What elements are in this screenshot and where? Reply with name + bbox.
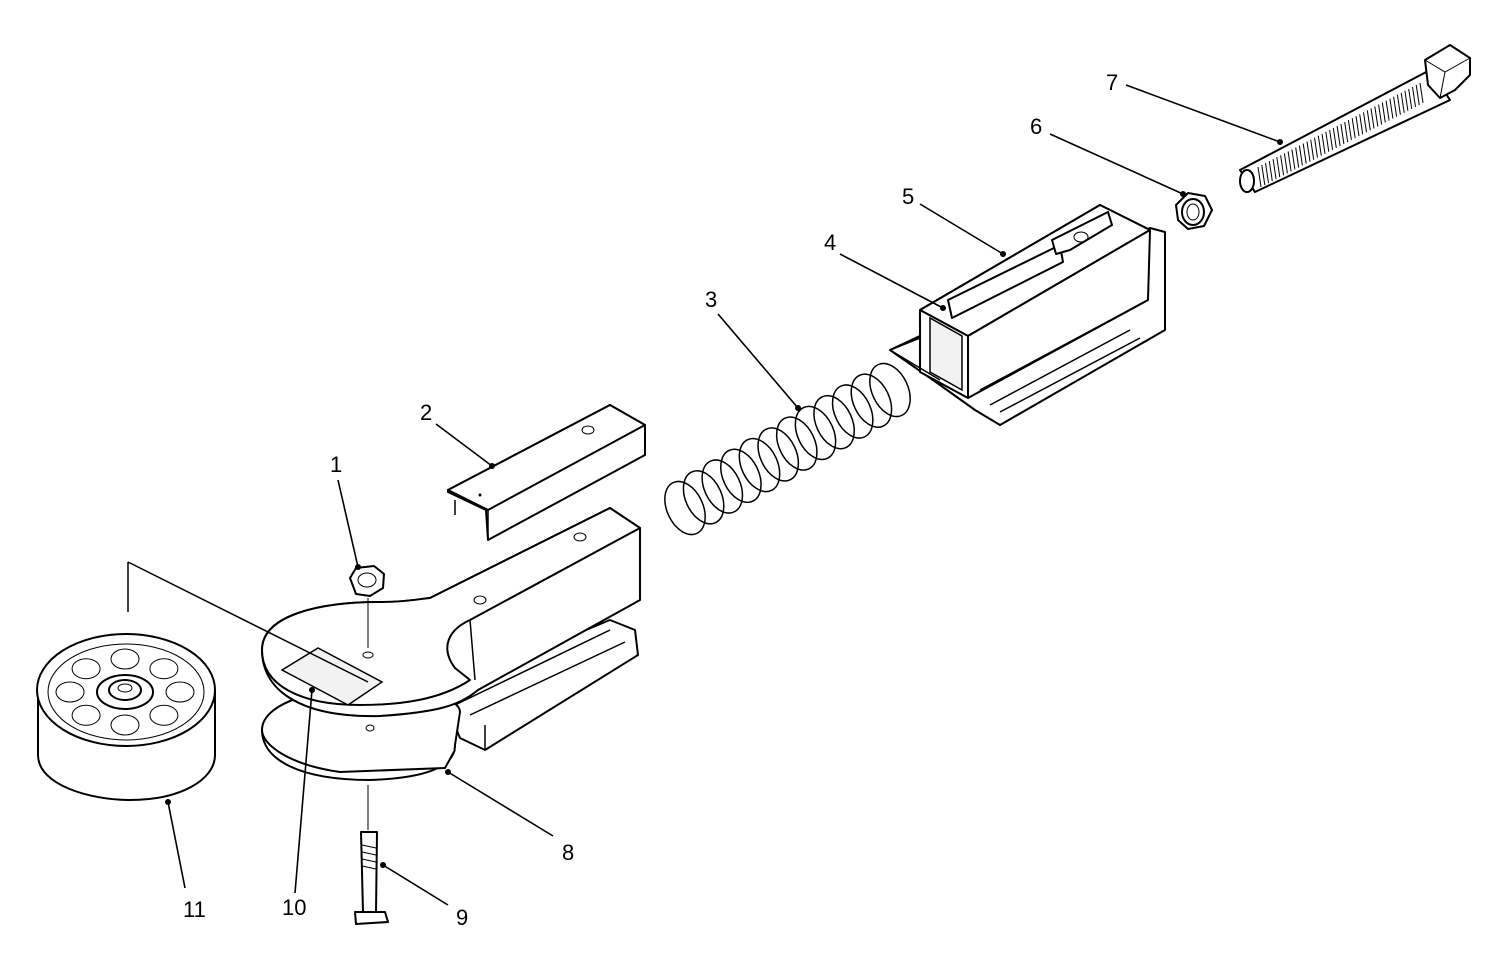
svg-text:5: 5 — [902, 184, 914, 209]
callout-10: 10 — [282, 687, 315, 920]
svg-text:10: 10 — [282, 895, 306, 920]
part-6-nut — [1175, 192, 1213, 230]
part-2-channel — [447, 404, 646, 541]
spring-coil — [738, 437, 781, 493]
svg-text:6: 6 — [1030, 114, 1042, 139]
spring-coil — [794, 405, 837, 461]
svg-text:7: 7 — [1106, 70, 1118, 95]
callout-3: 3 — [705, 287, 801, 411]
part-8-arm — [127, 507, 641, 781]
callout-11: 11 — [165, 799, 206, 922]
part-10-label-plate — [280, 647, 384, 706]
spring-coil — [850, 373, 893, 428]
spring-coil — [813, 394, 856, 450]
part-11-pulley — [36, 633, 216, 801]
callout-2: 2 — [420, 400, 495, 469]
callout-1: 1 — [330, 452, 361, 570]
svg-text:1: 1 — [330, 452, 342, 477]
svg-text:11: 11 — [183, 897, 206, 922]
callout-7: 7 — [1106, 70, 1283, 145]
spring-coil — [719, 448, 762, 504]
part-3-spring — [664, 362, 911, 536]
svg-text:3: 3 — [705, 287, 717, 312]
svg-text:9: 9 — [456, 905, 468, 930]
spring-coil — [831, 384, 874, 439]
spring-coil — [775, 416, 818, 471]
callout-4: 4 — [824, 230, 946, 311]
part-5-bracket — [889, 204, 1166, 426]
callout-5: 5 — [902, 184, 1006, 257]
part-9-bolt — [354, 785, 389, 925]
spring-coil — [869, 362, 911, 418]
spring-coil — [664, 480, 706, 536]
callout-8: 8 — [445, 769, 574, 865]
spring-coil — [701, 459, 744, 514]
svg-text:4: 4 — [824, 230, 836, 255]
svg-text:8: 8 — [562, 840, 574, 865]
spring-coil — [757, 427, 800, 482]
part-7-bolt — [1239, 44, 1471, 193]
spring-coil — [682, 470, 725, 525]
callout-6: 6 — [1030, 114, 1186, 197]
svg-text:2: 2 — [420, 400, 432, 425]
callout-9: 9 — [380, 862, 468, 930]
